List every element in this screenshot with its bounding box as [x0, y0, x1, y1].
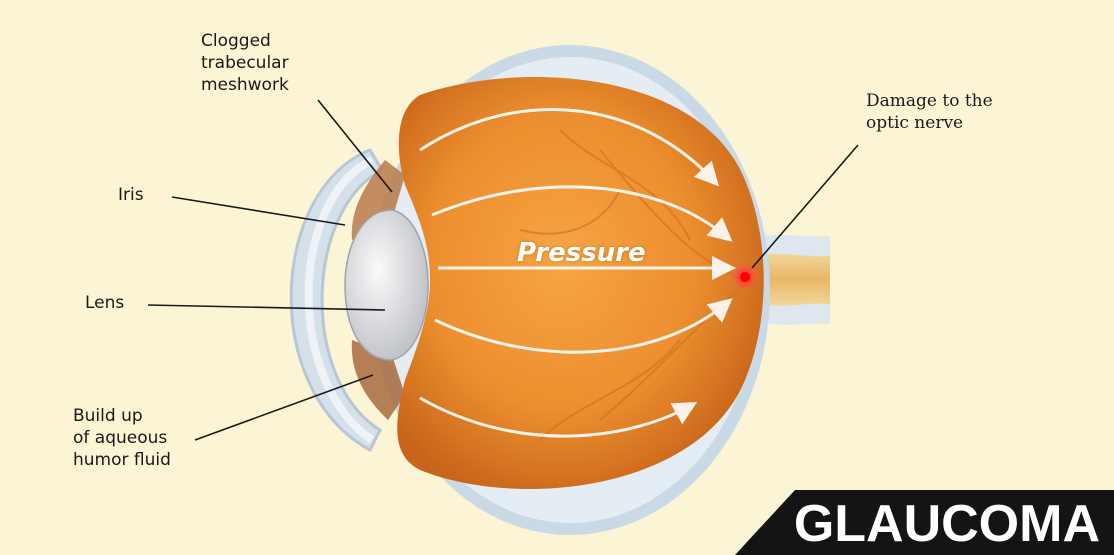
- label-aqueous-humor-fluid: Build up of aqueous humor fluid: [73, 405, 171, 471]
- label-clogged-trabecular-meshwork: Clogged trabecular meshwork: [201, 30, 289, 96]
- title-glaucoma: GLAUCOMA: [794, 494, 1100, 554]
- label-optic-nerve-damage: Damage to the optic nerve: [866, 90, 993, 134]
- label-pressure: Pressure: [517, 238, 646, 268]
- label-iris: Iris: [118, 184, 144, 206]
- label-lens: Lens: [85, 292, 124, 314]
- eyeball: [397, 77, 763, 489]
- lens: [345, 210, 428, 360]
